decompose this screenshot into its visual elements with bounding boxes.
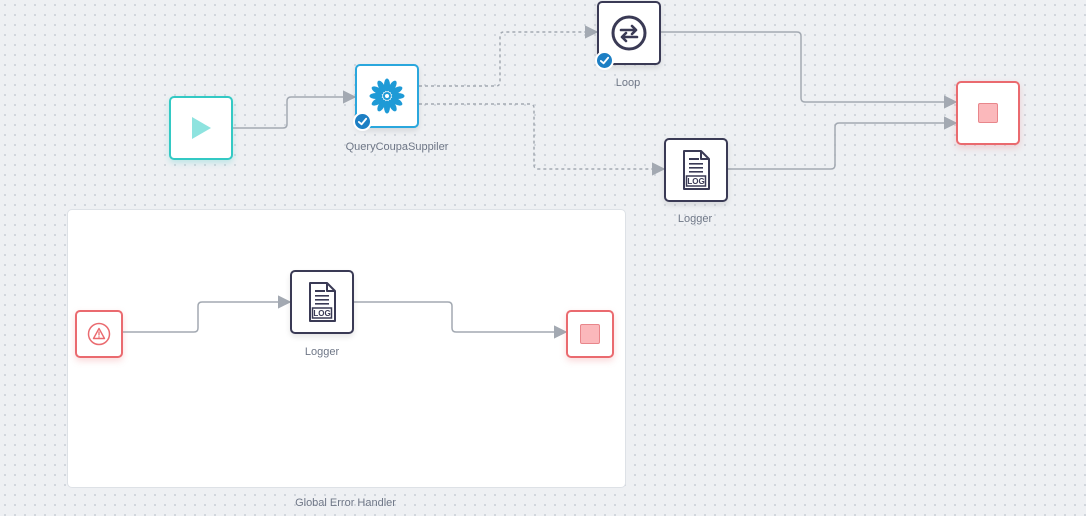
loop-node-label: Loop	[615, 77, 641, 89]
logger-node[interactable]: LOG	[664, 138, 728, 202]
error-end-node[interactable]	[566, 310, 614, 358]
start-node[interactable]	[169, 96, 233, 160]
log-file-icon: LOG	[683, 150, 710, 190]
error-handler-panel[interactable]	[67, 209, 626, 488]
end-node[interactable]	[956, 81, 1020, 145]
log-icon-text: LOG	[313, 309, 330, 318]
loop-node[interactable]	[595, 1, 661, 70]
query-node-label: QueryCoupaSuppiler	[345, 141, 449, 153]
error-logger-node[interactable]: LOG	[290, 270, 354, 334]
connector-start-to-query	[232, 90, 357, 129]
log-icon-text: LOG	[687, 177, 704, 186]
stop-icon	[978, 103, 998, 123]
log-file-icon: LOG	[309, 282, 336, 322]
error-logger-node-label: Logger	[304, 346, 340, 358]
connector-logger-to-end	[727, 116, 958, 170]
logger-node-label: Logger	[677, 213, 713, 225]
loop-icon	[611, 15, 647, 51]
connector-loop-to-end	[660, 31, 958, 109]
stop-icon	[580, 324, 600, 344]
error-start-node[interactable]	[75, 310, 123, 358]
connector-query-to-logger	[419, 103, 666, 176]
coupa-logo-icon	[369, 78, 405, 114]
play-icon	[192, 117, 211, 139]
check-badge-icon	[353, 112, 372, 131]
query-coupa-supplier-node[interactable]	[353, 64, 419, 131]
check-badge-icon	[595, 51, 614, 70]
warning-icon	[87, 322, 111, 346]
error-handler-label: Global Error Handler	[295, 497, 396, 509]
